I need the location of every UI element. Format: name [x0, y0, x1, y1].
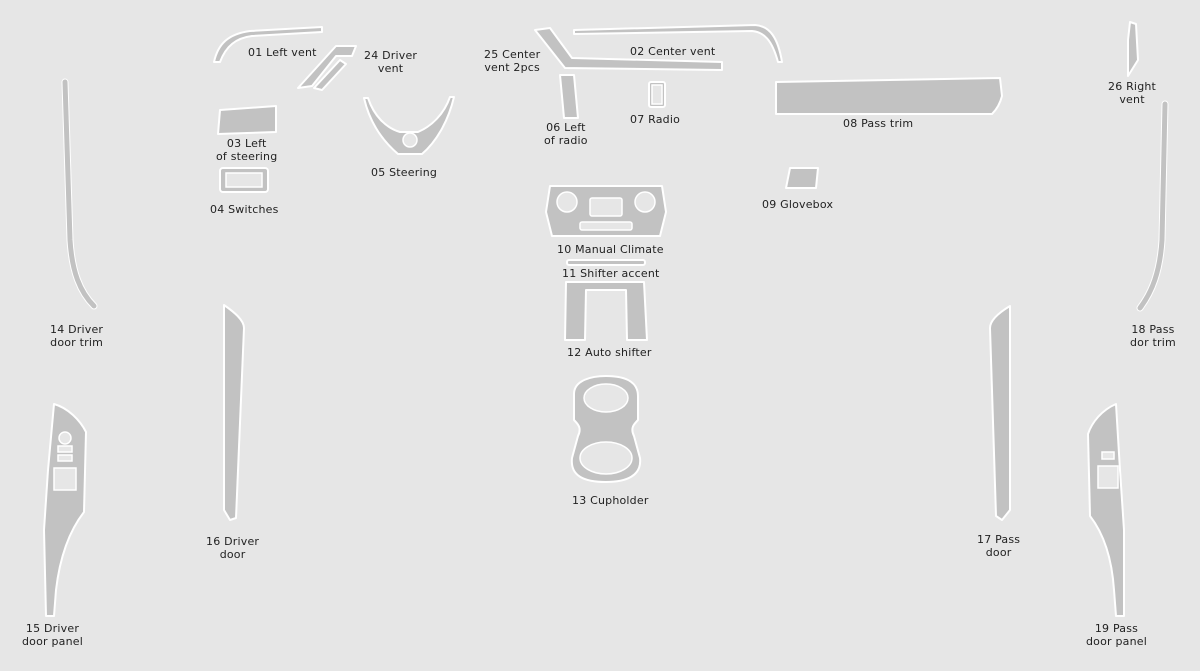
label-line: door trim: [50, 336, 104, 349]
label-part-07: 07 Radio: [630, 113, 680, 126]
label-line: 01 Left vent: [248, 46, 317, 59]
label-line: 14 Driver: [50, 323, 104, 336]
label-line: 09 Glovebox: [762, 198, 834, 211]
part-02-center-vent-shape: [573, 24, 783, 63]
part-19-pass-door-panel-shape: [1087, 403, 1125, 617]
label-line: 25 Center: [484, 48, 541, 61]
label-part-01: 01 Left vent: [248, 46, 317, 59]
label-part-13: 13 Cupholder: [572, 494, 649, 507]
part-15-driver-door-panel-shape: [43, 403, 87, 617]
label-part-05: 05 Steering: [371, 166, 437, 179]
label-line: 24 Driver: [364, 49, 418, 62]
label-line: 04 Switches: [210, 203, 279, 216]
label-line: door: [985, 546, 1012, 559]
part-08-pass-trim-shape: [775, 77, 1003, 115]
label-line: 19 Pass: [1094, 622, 1139, 635]
label-line: 13 Cupholder: [572, 494, 649, 507]
label-line: 07 Radio: [630, 113, 681, 126]
label-line: vent 2pcs: [484, 61, 540, 74]
label-line: of steering: [216, 150, 278, 163]
label-part-02: 02 Center vent: [630, 45, 715, 58]
label-part-11: 11 Shifter accent: [562, 267, 660, 280]
label-part-10: 10 Manual Climate: [557, 243, 664, 256]
label-line: 18 Pass: [1131, 323, 1175, 336]
label-part-04: 04 Switches: [210, 203, 279, 216]
label-line: of radio: [544, 134, 588, 147]
part-10-manual-climate-shape: [545, 185, 667, 237]
label-line: 02 Center vent: [630, 45, 716, 58]
label-line: 10 Manual Climate: [557, 243, 664, 256]
part-03-left-of-steering-shape: [217, 105, 277, 135]
label-part-09: 09 Glovebox: [762, 198, 833, 211]
part-11-shifter-accent-shape: [566, 259, 646, 266]
label-line: 03 Left: [226, 137, 267, 150]
label-line: 05 Steering: [371, 166, 438, 179]
label-line: door: [219, 548, 246, 561]
label-line: 26 Right: [1108, 80, 1157, 93]
part-24-driver-vent-shape: [297, 45, 357, 91]
part-09-glovebox-shape: [785, 167, 819, 189]
label-line: vent: [1119, 93, 1145, 106]
part-01-left-vent-shape: [213, 26, 323, 63]
label-part-12: 12 Auto shifter: [567, 346, 652, 359]
part-14-driver-door-trim-shape: [61, 78, 98, 310]
label-line: 11 Shifter accent: [562, 267, 660, 280]
part-13-cupholder-shape: [570, 375, 642, 483]
part-17-pass-door-shape: [989, 305, 1011, 521]
label-line: vent: [377, 62, 404, 75]
part-04-switches-shape: [219, 167, 269, 193]
part-18-pass-dor-trim-shape: [1136, 100, 1169, 312]
label-part-08: 08 Pass trim: [843, 117, 913, 130]
label-line: 17 Pass: [977, 533, 1021, 546]
part-12-auto-shifter-shape: [564, 281, 648, 341]
part-25-center-vent-shape: [534, 27, 723, 71]
label-line: 08 Pass trim: [843, 117, 914, 130]
label-line: dor trim: [1130, 336, 1176, 349]
part-26-right-vent-shape: [1127, 21, 1139, 77]
part-16-driver-door-shape: [223, 304, 245, 521]
part-05-steering-shape: [363, 96, 455, 155]
part-06-left-of-radio-shape: [559, 74, 579, 119]
label-line: 16 Driver: [206, 535, 260, 548]
label-line: 15 Driver: [25, 622, 80, 635]
label-line: door panel: [1086, 635, 1147, 648]
label-line: door panel: [22, 635, 83, 648]
label-line: 06 Left: [546, 121, 586, 134]
label-line: 12 Auto shifter: [567, 346, 652, 359]
part-07-radio-shape: [648, 81, 666, 108]
